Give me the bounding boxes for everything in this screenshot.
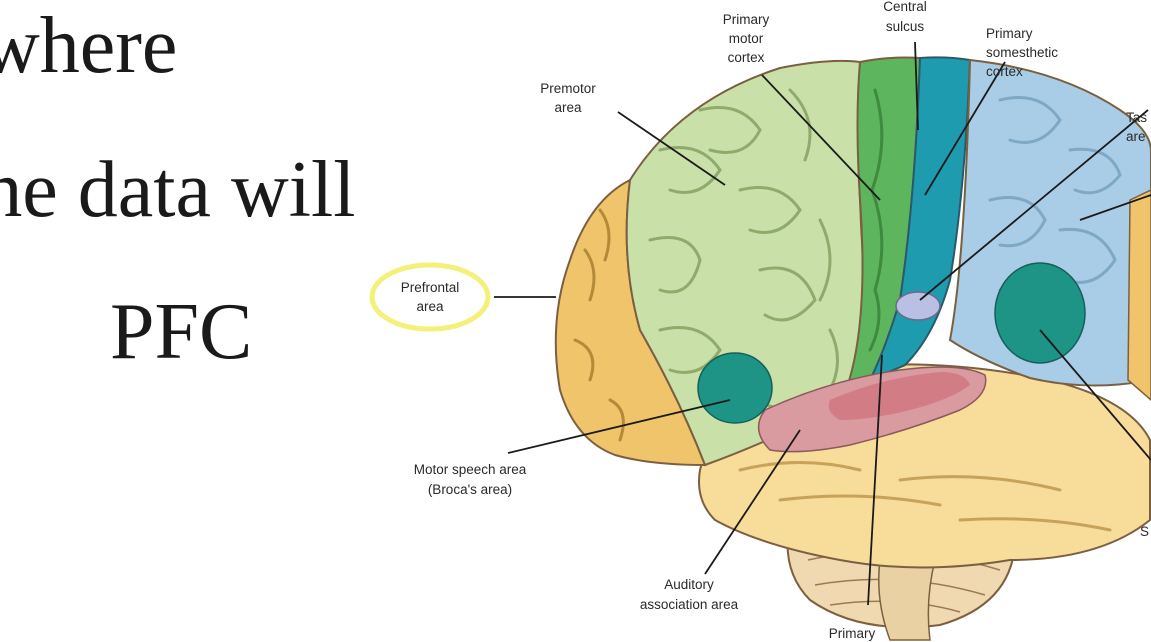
brainstem: [879, 560, 935, 640]
slide-text-line-2: the data will: [0, 150, 355, 230]
taste-area-region: [896, 292, 940, 320]
svg-text:cortex: cortex: [728, 50, 765, 65]
label-primary-auditory: Primary: [829, 626, 876, 641]
label-motor-speech-area: Motor speech area (Broca's area): [414, 462, 527, 497]
svg-text:area: area: [416, 299, 444, 314]
svg-text:are: are: [1126, 129, 1146, 144]
svg-text:Motor speech area: Motor speech area: [414, 462, 527, 477]
svg-text:Primary: Primary: [986, 26, 1033, 41]
svg-text:Auditory: Auditory: [664, 577, 714, 592]
occipital-edge: [1128, 190, 1151, 400]
svg-text:sulcus: sulcus: [886, 19, 925, 34]
label-premotor-area: Premotor area: [540, 81, 596, 115]
label-primary-motor-cortex: Primary motor cortex: [723, 12, 770, 65]
svg-text:Tas: Tas: [1126, 110, 1147, 125]
label-primary-somesthetic-cortex: Primary somesthetic cortex: [986, 26, 1058, 79]
label-clipped-right: S: [1140, 524, 1149, 539]
svg-text:(Broca's area): (Broca's area): [428, 482, 512, 497]
slide-text-line-1: where: [0, 6, 177, 86]
svg-text:association area: association area: [640, 597, 739, 612]
svg-text:Prefrontal: Prefrontal: [401, 280, 460, 295]
slide-text-line-3: PFC: [110, 292, 252, 372]
svg-text:Premotor: Premotor: [540, 81, 596, 96]
svg-text:cortex: cortex: [986, 64, 1023, 79]
label-central-sulcus: Central sulcus: [883, 0, 927, 34]
brain-diagram: Primary motor cortex Central sulcus Prim…: [340, 0, 1151, 642]
wernickes-area-region: [995, 263, 1085, 363]
svg-text:motor: motor: [729, 31, 764, 46]
prefrontal-highlight-ring: [372, 265, 488, 329]
label-prefrontal-area: Prefrontal area: [401, 280, 460, 314]
svg-text:Central: Central: [883, 0, 927, 14]
label-auditory-association-area: Auditory association area: [640, 577, 739, 612]
svg-text:somesthetic: somesthetic: [986, 45, 1058, 60]
brocas-area-region: [698, 353, 772, 423]
svg-text:Primary: Primary: [723, 12, 770, 27]
svg-text:area: area: [554, 100, 582, 115]
